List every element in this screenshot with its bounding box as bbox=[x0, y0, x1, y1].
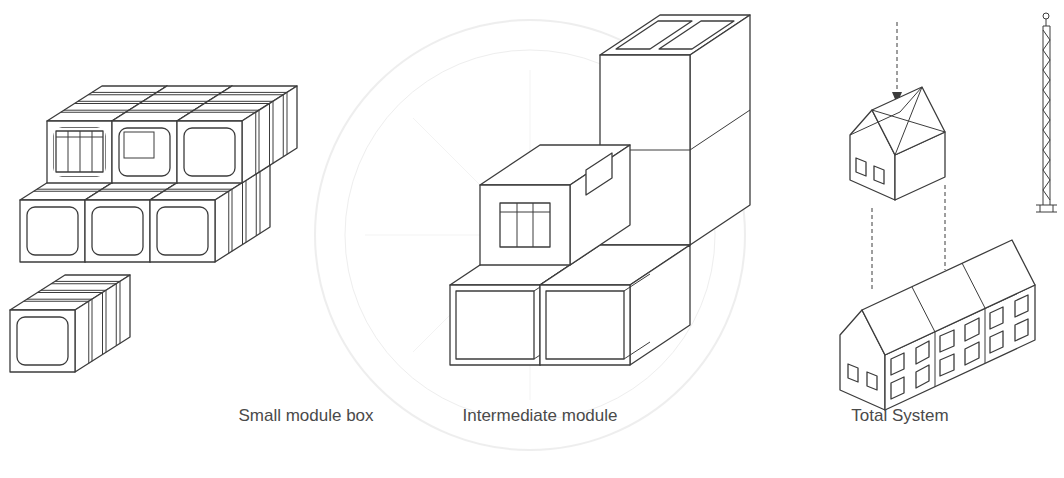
lifted-module bbox=[850, 22, 945, 292]
small-module-drawing bbox=[10, 86, 297, 372]
caption-label: Intermediate module bbox=[463, 406, 618, 426]
watermark-seal bbox=[315, 20, 745, 450]
window-symbol bbox=[54, 128, 154, 176]
house-system bbox=[840, 240, 1035, 410]
caption-label: Small module box bbox=[238, 406, 373, 426]
intermediate-module-drawing bbox=[450, 15, 750, 365]
tube-module bbox=[177, 86, 297, 183]
tube-module bbox=[10, 275, 130, 372]
crane-mast bbox=[1036, 13, 1057, 212]
window-box-module bbox=[480, 145, 630, 265]
caption-label: Total System bbox=[851, 406, 948, 426]
total-system-drawing bbox=[840, 13, 1057, 410]
